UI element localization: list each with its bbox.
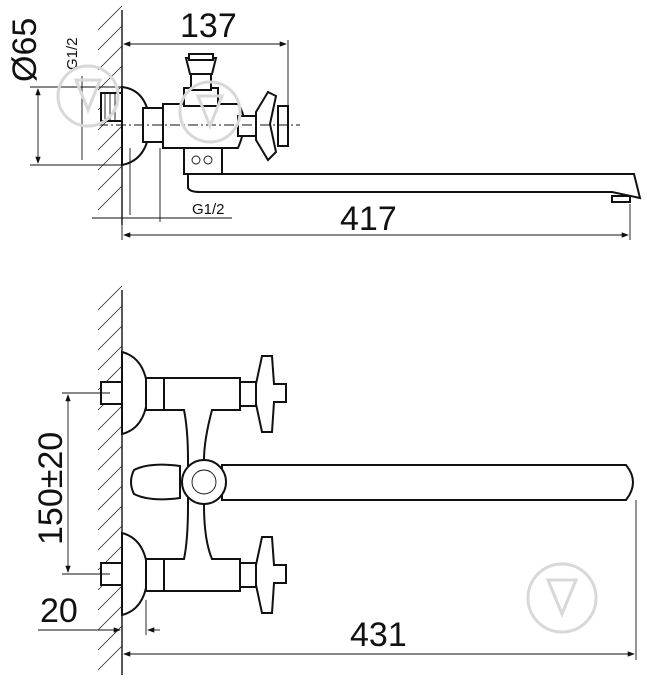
pen-nib-icon bbox=[56, 64, 120, 128]
dimension-417: 417 bbox=[121, 200, 631, 240]
spout-junction bbox=[183, 147, 223, 175]
dim-20-text: 20 bbox=[40, 592, 78, 630]
cross-handle-side bbox=[255, 90, 278, 162]
nut-upper bbox=[145, 377, 165, 411]
nut-lower bbox=[145, 558, 165, 592]
spout-side bbox=[187, 173, 642, 200]
dimension-137: 137 bbox=[121, 7, 289, 106]
thread-top-text: G1/2 bbox=[64, 37, 81, 70]
pen-nib-icon bbox=[178, 80, 242, 144]
diverter-cap bbox=[188, 53, 214, 61]
escutcheon-lower bbox=[121, 531, 150, 617]
dim-137-text: 137 bbox=[180, 7, 237, 45]
cross-handle-upper bbox=[255, 355, 287, 433]
dim-150-text: 150±20 bbox=[32, 432, 70, 545]
handle-cap-side bbox=[277, 105, 289, 147]
dimension-431: 431 bbox=[123, 500, 637, 660]
dimension-thread-top: G1/2 bbox=[64, 37, 83, 160]
spout-front bbox=[221, 464, 634, 501]
dimension-diameter: Ø65 bbox=[6, 18, 122, 166]
dim-417-text: 417 bbox=[340, 200, 397, 238]
dimension-150: 150±20 bbox=[32, 392, 110, 575]
dim-diameter-text: Ø65 bbox=[6, 18, 44, 82]
diverter-knob-front bbox=[130, 463, 181, 501]
thread-bottom-text: G1/2 bbox=[192, 201, 225, 218]
dim-431-text: 431 bbox=[350, 616, 407, 654]
aerator-side bbox=[611, 195, 631, 203]
pen-nib-icon bbox=[526, 562, 598, 634]
handle-hub-lower bbox=[239, 562, 257, 588]
dimension-20: 20 bbox=[38, 592, 160, 635]
escutcheon-upper bbox=[121, 350, 150, 436]
front-view: 150±20 20 431 bbox=[32, 285, 637, 675]
wall-hatch-bottom bbox=[97, 285, 123, 675]
cross-handle-lower bbox=[255, 536, 287, 614]
side-view: 137 Ø65 G1/2 G1/2 417 bbox=[6, 5, 642, 240]
handle-hub-upper bbox=[239, 381, 257, 407]
spout-swivel-ring bbox=[181, 459, 227, 505]
